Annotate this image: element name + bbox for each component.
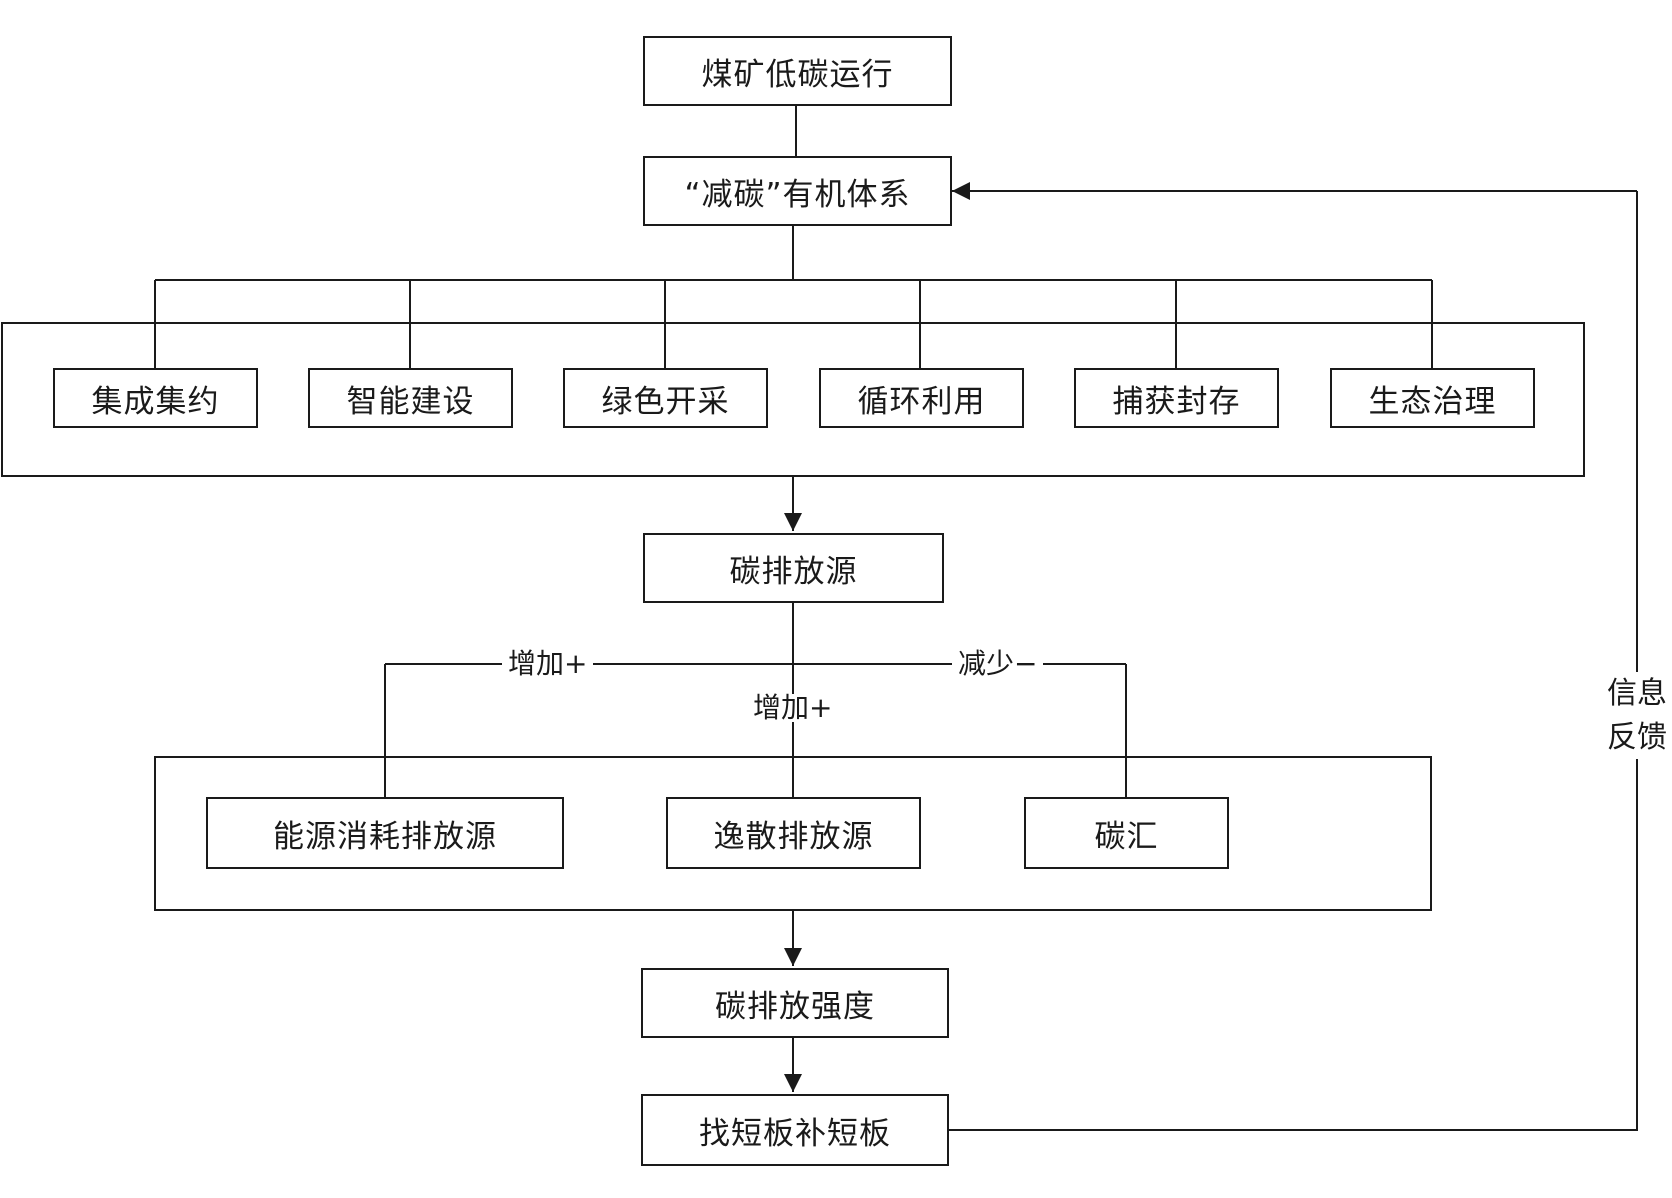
feedback-loop-line: [948, 191, 1638, 1131]
node-find-fix-shortboard: 找短板补短板: [641, 1094, 949, 1166]
node-measure-integration: 集成集约: [53, 368, 258, 428]
label-decrease-right: 减少−: [952, 650, 1044, 678]
node-coal-mine-low-carbon: 煤矿低碳运行: [643, 36, 952, 106]
node-measure-recycling: 循环利用: [819, 368, 1024, 428]
label-information-feedback: 信息 反馈: [1601, 672, 1672, 759]
feedback-label-line-2: 反馈: [1607, 719, 1667, 755]
node-measure-green-mining: 绿色开采: [563, 368, 768, 428]
label-increase-center: 增加+: [749, 694, 837, 722]
label-increase-left: 增加+: [502, 650, 594, 678]
node-energy-consumption-source: 能源消耗排放源: [206, 797, 564, 869]
node-emission-intensity: 碳排放强度: [641, 968, 949, 1038]
node-carbon-reduction-system: “减碳”有机体系: [643, 156, 952, 226]
node-measure-intelligent: 智能建设: [308, 368, 513, 428]
feedback-label-line-1: 信息: [1607, 676, 1667, 711]
node-measure-capture-storage: 捕获封存: [1074, 368, 1279, 428]
node-fugitive-source: 逸散排放源: [666, 797, 921, 869]
node-emission-source: 碳排放源: [643, 533, 944, 603]
node-measure-ecology: 生态治理: [1330, 368, 1535, 428]
node-carbon-sink: 碳汇: [1024, 797, 1229, 869]
